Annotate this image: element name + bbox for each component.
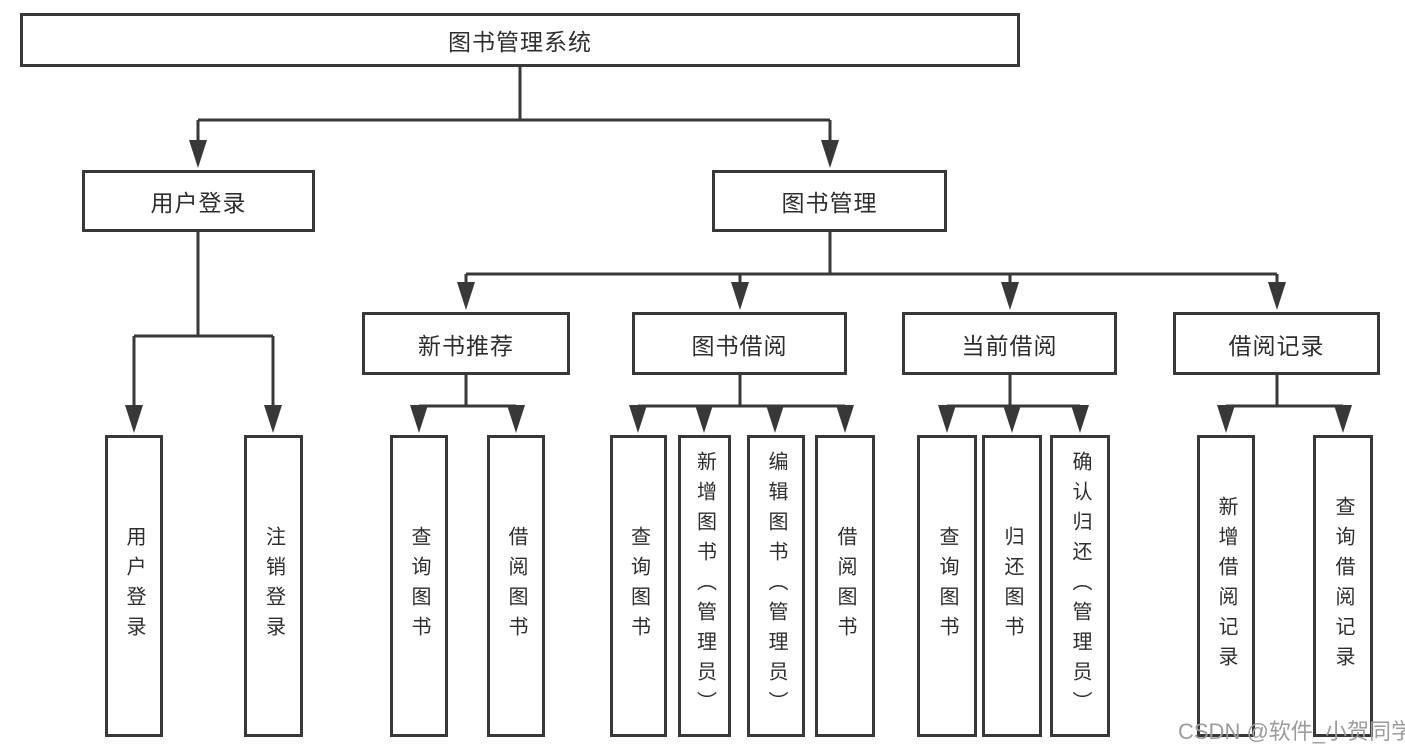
node-library-system: 图书管理系统 [20, 13, 1020, 67]
leaf-logout: 注销登录 [244, 435, 303, 737]
leaf-add-borrow-record: 新增借阅记录 [1197, 435, 1255, 737]
leaf-add-book-admin: 新增图书（管理员） [678, 435, 731, 737]
leaf-borrow-books: 借阅图书 [815, 435, 875, 737]
leaf-edit-book-admin: 编辑图书（管理员） [747, 435, 805, 737]
leaf-user-login: 用户登录 [105, 435, 163, 737]
leaf-query-books-borrowing: 查询图书 [610, 435, 667, 737]
leaf-query-books-current: 查询图书 [917, 435, 977, 737]
node-book-borrowing: 图书借阅 [632, 312, 847, 375]
leaf-borrow-books-recommend: 借阅图书 [487, 435, 545, 737]
node-current-borrowing: 当前借阅 [902, 312, 1117, 375]
watermark-text: CSDN @软件_小贺同学 [1178, 719, 1405, 744]
node-book-management: 图书管理 [712, 170, 947, 232]
node-new-book-recommend: 新书推荐 [362, 312, 570, 375]
leaf-return-books: 归还图书 [982, 435, 1042, 737]
leaf-query-books-recommend: 查询图书 [390, 435, 448, 737]
leaf-confirm-return-admin: 确认归还（管理员） [1050, 435, 1110, 737]
leaf-query-borrow-record: 查询借阅记录 [1313, 435, 1373, 737]
node-borrow-records: 借阅记录 [1173, 312, 1380, 375]
node-user-login: 用户登录 [82, 170, 315, 232]
